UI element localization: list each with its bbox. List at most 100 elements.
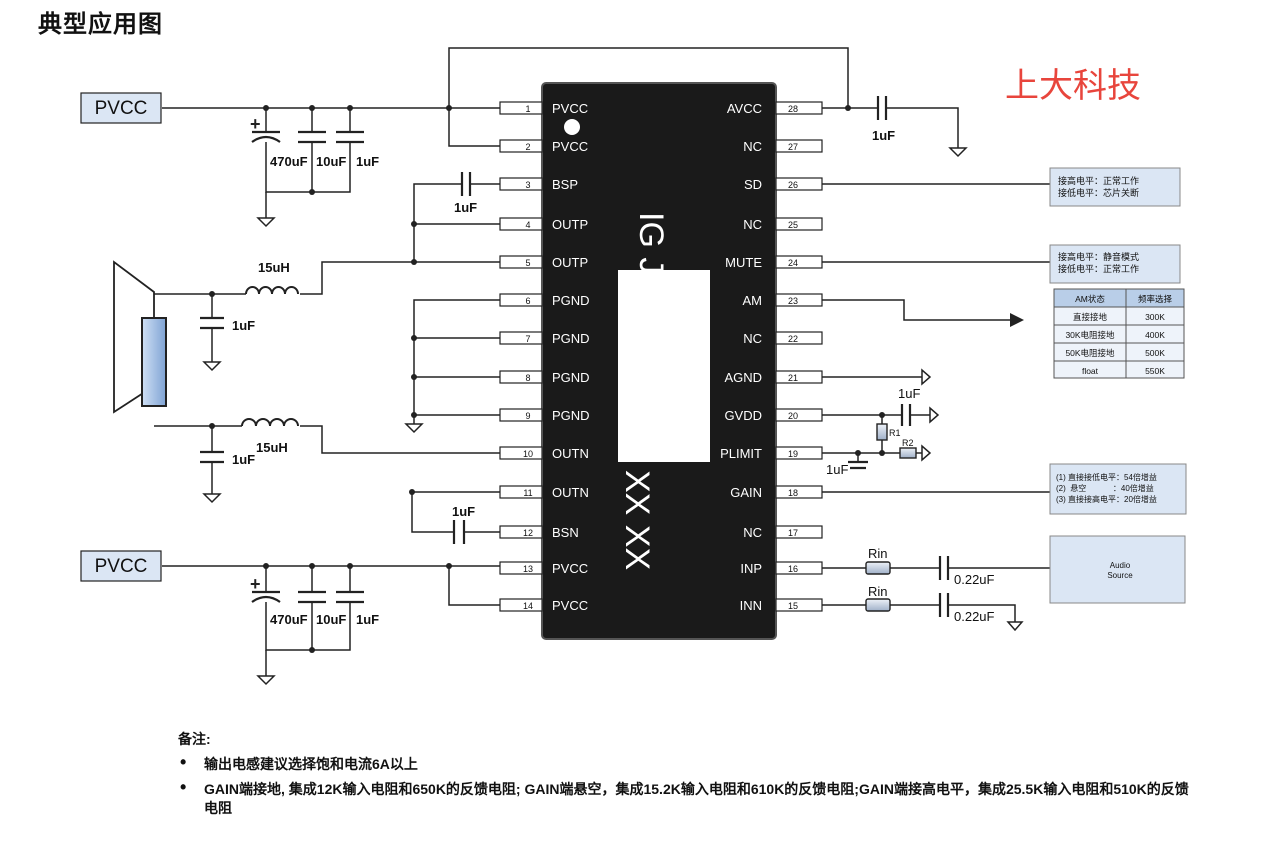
pin-pad: [499, 293, 543, 307]
pin-pad: [499, 561, 543, 575]
c10-label-top: 10uF: [316, 154, 346, 169]
notes-heading: 备注:: [178, 731, 211, 747]
gain-info-line2: (2) 悬空 ：40倍增益: [1056, 483, 1154, 493]
c10-label-bottom: 10uF: [316, 612, 346, 627]
c470-label-bottom: 470uF: [270, 612, 308, 627]
pin-pad: [775, 598, 823, 612]
pin-pad: [499, 525, 543, 539]
pin-number: 22: [788, 334, 798, 344]
c1-label-bottom: 1uF: [356, 612, 379, 627]
pin-name: INP: [740, 561, 762, 576]
mute-info-box: [1049, 244, 1181, 284]
pin-pad: [499, 408, 543, 422]
pin-number: 1: [525, 104, 530, 114]
resistors: [865, 423, 917, 612]
pin-number: 26: [788, 180, 798, 190]
ground-symbols: [202, 147, 1024, 686]
pin-number: 2: [525, 142, 530, 152]
note-item: GAIN端接地, 集成12K输入电阻和650K的反馈电阻; GAIN端悬空，集成…: [178, 778, 1198, 818]
am-table-cell: 300K: [1145, 312, 1165, 322]
pin-number: 20: [788, 411, 798, 421]
svg-text:+: +: [250, 114, 261, 134]
am-table-cell: 直接接地: [1073, 312, 1108, 322]
pin-number: 21: [788, 373, 798, 383]
sd-info-line2: 接低电平：芯片关断: [1058, 187, 1139, 198]
pin-name: PGND: [552, 370, 590, 385]
mute-info-line2: 接低电平：正常工作: [1058, 263, 1139, 274]
pin-number: 18: [788, 488, 798, 498]
pin-number: 17: [788, 528, 798, 538]
cin-label-inp: 0.22uF: [954, 572, 995, 587]
pin-name: PVCC: [552, 598, 588, 613]
pin-number: 16: [788, 564, 798, 574]
pin-pad: [775, 370, 823, 384]
am-table-cell: 500K: [1145, 348, 1165, 358]
audio-source-label-2: Source: [1107, 571, 1133, 580]
pin-number: 3: [525, 180, 530, 190]
pin-number: 6: [525, 296, 530, 306]
pin-pad: [775, 446, 823, 460]
pin-pad: [775, 331, 823, 345]
am-table-header-state: AM状态: [1075, 294, 1105, 304]
pin-name: PGND: [552, 331, 590, 346]
pin-pad: [775, 561, 823, 575]
note-item: 输出电感建议选择饱和电流6A以上: [178, 753, 1198, 774]
pin-name: AGND: [724, 370, 762, 385]
pin-number: 23: [788, 296, 798, 306]
pin-name: SD: [744, 177, 762, 192]
spk-cap-label-top: 1uF: [232, 318, 255, 333]
am-arrow: [1010, 313, 1024, 327]
pin-name: OUTN: [552, 485, 589, 500]
brand-watermark: 上大科技: [1005, 67, 1141, 105]
pin-pad: [775, 255, 823, 269]
am-table-header-freq: 频率选择: [1138, 294, 1173, 304]
pin-number: 14: [523, 601, 533, 611]
inductor-label-bottom: 15uH: [256, 440, 288, 455]
audio-source-box: [1049, 535, 1186, 604]
pin-pad: [775, 101, 823, 115]
pin-name: INN: [740, 598, 762, 613]
bsp-cap-label: 1uF: [454, 200, 477, 215]
pin-number: 11: [523, 488, 532, 498]
am-table-cell: float: [1082, 366, 1099, 376]
pin-pad: [775, 139, 823, 153]
pin-pad: [499, 331, 543, 345]
avcc-cap-label: 1uF: [872, 128, 895, 143]
am-table-cell: 30K电阻接地: [1065, 330, 1115, 340]
pin-number: 12: [523, 528, 533, 538]
pin-pad: [499, 177, 543, 191]
chip-marking-top: IG JD: [632, 212, 670, 299]
page-title: 典型应用图: [38, 11, 163, 38]
pin-name: NC: [743, 525, 762, 540]
pin-pad: [499, 217, 543, 231]
pin-number: 5: [525, 258, 530, 268]
capacitors: [200, 96, 950, 617]
pin-name: PVCC: [552, 561, 588, 576]
pin-name: BSP: [552, 177, 578, 192]
gvdd-cap-label: 1uF: [898, 386, 920, 401]
pin-name: AVCC: [727, 101, 762, 116]
gain-info-line3: (3) 直接接高电平：20倍增益: [1056, 494, 1157, 504]
pin-name: OUTP: [552, 217, 588, 232]
am-table: [1053, 288, 1185, 379]
pin-pad: [499, 370, 543, 384]
audio-source-label-1: Audio: [1110, 561, 1131, 570]
pin-pad: [499, 255, 543, 269]
r2-label: R2: [902, 438, 914, 448]
pin-name: PGND: [552, 293, 590, 308]
am-table-cell: 550K: [1145, 366, 1165, 376]
am-table-cell: 50K电阻接地: [1065, 348, 1115, 358]
rin-label-inn: Rin: [868, 584, 888, 599]
pvcc-label-bottom: PVCC: [95, 556, 148, 577]
pin-number: 8: [525, 373, 530, 383]
speaker-icon: [113, 260, 167, 414]
right-pins: 28AVCC27NC26SD25NC24MUTE23AM22NC21AGND20…: [720, 101, 823, 613]
am-table-cell: 400K: [1145, 330, 1165, 340]
pin-number: 28: [788, 104, 798, 114]
pin-pad: [775, 293, 823, 307]
pin-number: 19: [788, 449, 798, 459]
pin-pad: [499, 101, 543, 115]
pin-name: PGND: [552, 408, 590, 423]
pin-pad: [499, 139, 543, 153]
